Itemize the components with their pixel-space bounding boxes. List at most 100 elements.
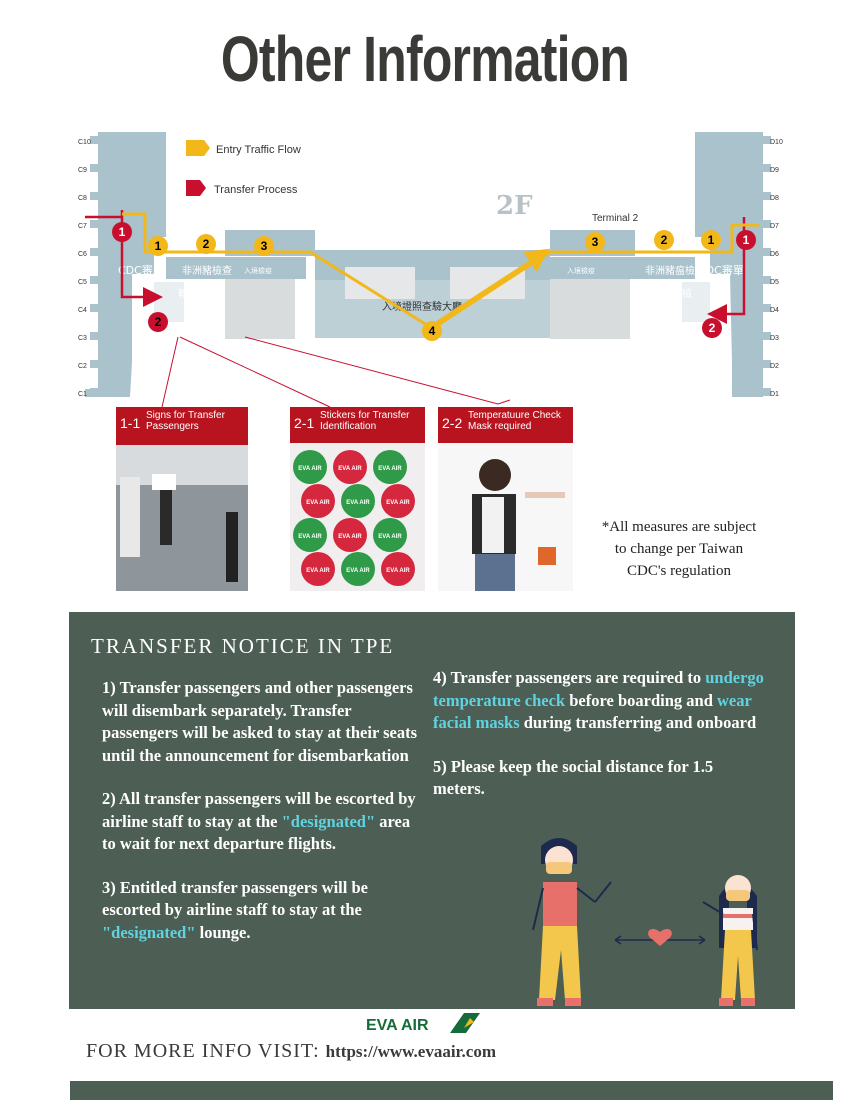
gate-label: C4 <box>78 307 87 314</box>
notice-item-1: 1) Transfer passengers and other passeng… <box>102 678 418 765</box>
woman-figure <box>702 875 758 1006</box>
gate-label: C8 <box>78 195 87 202</box>
sticker-label: EVA AIR <box>306 500 330 506</box>
floor-label: 2F <box>496 191 533 221</box>
step-2-yellow-right: 2 <box>661 233 668 247</box>
transfer-sticker <box>333 450 367 484</box>
photo-stickers: EVA AIR EVA AIR EVA AIR EVA AIR EVA AIR EVA A… <box>290 407 425 591</box>
step-3-yellow-left: 3 <box>261 239 268 253</box>
gate-marker <box>763 388 771 396</box>
transfer-legend-icon <box>186 180 206 196</box>
gate-marker <box>90 304 98 312</box>
gate-marker <box>763 360 771 368</box>
gate-label: D8 <box>770 195 779 202</box>
gate-label: C6 <box>78 251 87 258</box>
photo-3-number: 2-2 <box>442 415 462 431</box>
step-2-red-left: 2 <box>155 315 162 329</box>
step-1-yellow-right: 1 <box>708 233 715 247</box>
photo-1-caption: Signs for Transfer Passengers <box>146 410 225 432</box>
gate-label: D4 <box>770 307 779 314</box>
gate-marker <box>763 276 771 284</box>
transfer-sticker <box>341 484 375 518</box>
gate-marker <box>90 388 98 396</box>
cdc-right-label: CDC審單 <box>698 263 744 277</box>
transfer-sticker <box>293 518 327 552</box>
immigration-hall-label: 入境證照查驗大廳 <box>382 300 462 313</box>
gate-marker <box>763 192 771 200</box>
note-line-3: CDC's regulation <box>627 563 731 579</box>
step-1-red-left: 1 <box>119 225 126 239</box>
evaair-logo: EVA AIR <box>366 1013 480 1034</box>
gate-marker <box>763 136 771 144</box>
entry-flow-left <box>122 212 551 329</box>
logo-text: EVA AIR <box>366 1017 429 1034</box>
note-line-1: *All measures are subject <box>602 519 757 535</box>
transfer-sticker <box>301 484 335 518</box>
heart-icon <box>648 929 672 946</box>
entry-lane-right: 入境檢疫 <box>567 266 595 275</box>
sticker-label: EVA AIR <box>298 466 322 472</box>
step-2-red-right: 2 <box>709 321 716 335</box>
gate-marker <box>763 304 771 312</box>
gate-label: D7 <box>770 223 779 230</box>
right-corridor <box>550 257 695 279</box>
cdc-left-label: CDC審單 <box>118 263 164 277</box>
page-title: Other Information <box>220 23 630 95</box>
gate-marker <box>90 220 98 228</box>
entry-flow-legend-icon <box>186 140 210 156</box>
logo-emblem-icon <box>450 1013 480 1033</box>
notice-item-5: 5) Please keep the social distance for 1… <box>433 756 714 799</box>
legend-transfer: Transfer Process <box>214 184 298 196</box>
notice-heading: TRANSFER NOTICE IN TPE <box>91 634 395 658</box>
sticker-label: EVA AIR <box>298 534 322 540</box>
sticker-label: EVA AIR <box>378 534 402 540</box>
step-2-yellow-left: 2 <box>203 237 210 251</box>
transfer-security-right: 轉機安檢 <box>652 287 692 300</box>
gate-label: D2 <box>770 363 779 370</box>
gate-marker <box>90 136 98 144</box>
africa-right-label: 非洲豬瘟檢查 <box>645 264 705 277</box>
transfer-sticker <box>301 552 335 586</box>
notice-item-2: 2) All transfer passengers will be escor… <box>102 789 416 853</box>
transfer-sticker <box>381 484 415 518</box>
sticker-label: EVA AIR <box>386 500 410 506</box>
more-info-line: FOR MORE INFO VISIT: https://www.evaair.… <box>86 1040 496 1063</box>
gate-label: D5 <box>770 279 779 286</box>
entry-flow-right <box>434 223 760 329</box>
photo-2-number: 2-1 <box>294 415 314 431</box>
terminal-label: Terminal 2 <box>592 213 639 224</box>
sticker-label: EVA AIR <box>386 568 410 574</box>
right-concourse <box>695 132 763 397</box>
step-1-yellow-left: 1 <box>155 239 162 253</box>
photo-3-caption: Temperatuure Check Mask required <box>468 410 561 432</box>
notice-item-4: 4) Transfer passengers are required to u… <box>433 668 764 732</box>
gate-marker <box>763 220 771 228</box>
gate-label: D10 <box>770 139 783 146</box>
website-link[interactable]: https://www.evaair.com <box>325 1042 496 1061</box>
notice-right-column: 4) Transfer passengers are required to u… <box>433 667 773 822</box>
gate-label: D9 <box>770 167 779 174</box>
gate-label: C2 <box>78 363 87 370</box>
photo-signs: 1-1 Signs for Transfer Passengers <box>116 407 248 591</box>
man-figure <box>532 838 612 1006</box>
gate-marker <box>90 332 98 340</box>
step-3-yellow-right: 3 <box>592 235 599 249</box>
africa-left-label: 非洲豬檢查 <box>182 264 232 277</box>
sticker-label: EVA AIR <box>338 466 362 472</box>
sticker-label: EVA AIR <box>378 466 402 472</box>
sticker-label: EVA AIR <box>346 568 370 574</box>
notice-left-column: 1) Transfer passengers and other passeng… <box>102 677 422 965</box>
step-1-red-right: 1 <box>743 233 750 247</box>
more-info-label: FOR MORE INFO VISIT: <box>86 1040 320 1062</box>
map-legend: Entry Traffic Flow Transfer Process <box>186 140 301 196</box>
gate-label: C5 <box>78 279 87 286</box>
sticker-label: EVA AIR <box>338 534 362 540</box>
sticker-label: EVA AIR <box>346 500 370 506</box>
transfer-sticker <box>341 552 375 586</box>
left-corridor <box>166 257 306 279</box>
gate-marker <box>763 332 771 340</box>
gate-marker <box>763 164 771 172</box>
photo-1-number: 1-1 <box>120 415 140 431</box>
